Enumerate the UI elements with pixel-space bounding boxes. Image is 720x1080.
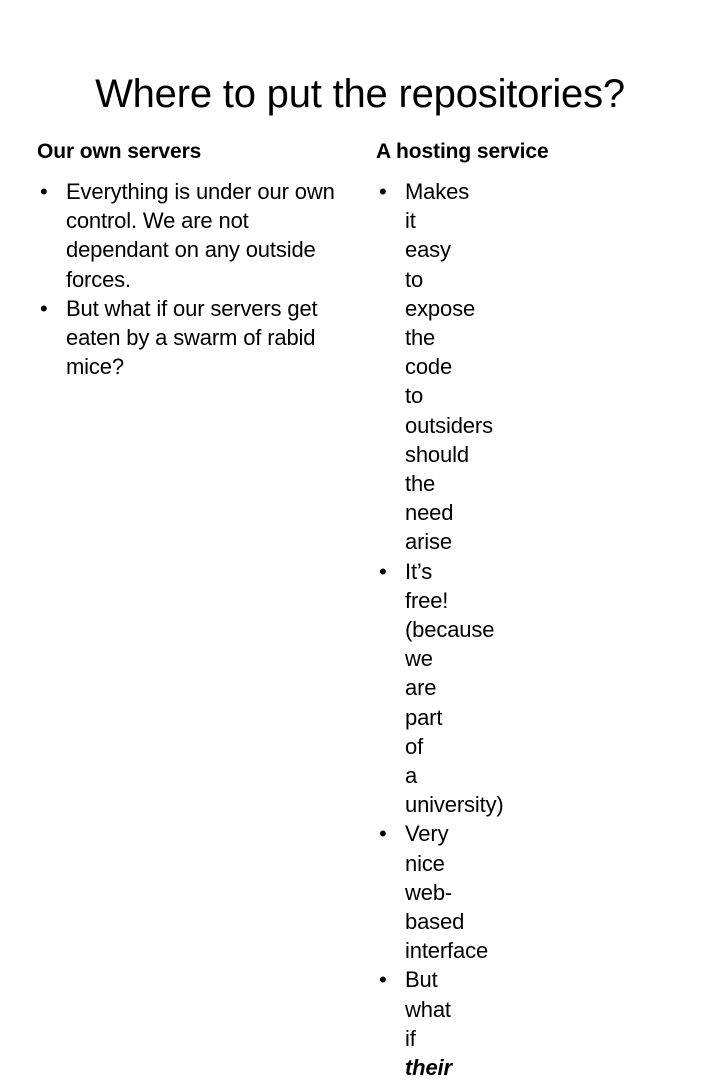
bullet-list-our-own-servers: • Everything is under our own control. W… (37, 177, 338, 381)
bullet-dot-icon: • (379, 967, 387, 993)
list-item-text: Everything is under our own control. We … (66, 179, 335, 292)
list-item: • Makes it easy to expose the code to ou… (379, 179, 493, 555)
bullet-dot-icon: • (40, 295, 48, 321)
column-heading-our-own-servers: Our own servers (37, 140, 202, 163)
bullet-dot-icon: • (379, 821, 387, 847)
list-item: • Everything is under our own control. W… (37, 177, 338, 294)
bullet-dot-icon: • (379, 558, 387, 584)
page-title: Where to put the repositories? (95, 71, 625, 116)
column-our-own-servers: Our own servers • Everything is under ou… (0, 140, 338, 381)
bullet-dot-icon: • (40, 179, 48, 204)
list-item: • But what if their servers get hit by a… (376, 965, 452, 1080)
list-item-text-before: But what if (405, 967, 451, 1051)
slide: Where to put the repositories? Our own s… (37, 71, 626, 1080)
list-item: • Very nice web-based interface (379, 821, 489, 964)
list-item-emphasis: their (405, 1055, 452, 1080)
bullet-list-a-hosting-service: • Makes it easy to expose the code to ou… (376, 177, 504, 1080)
list-item: • It’s free! (because we are part of a u… (379, 558, 504, 818)
bullet-dot-icon: • (379, 179, 387, 204)
two-column-body: Our own servers • Everything is under ou… (0, 140, 720, 1080)
list-item-text: But what if our servers get eaten by a s… (66, 295, 318, 380)
column-heading-a-hosting-service: A hosting service (376, 140, 549, 163)
list-item: • But what if our servers get eaten by a… (37, 294, 338, 382)
